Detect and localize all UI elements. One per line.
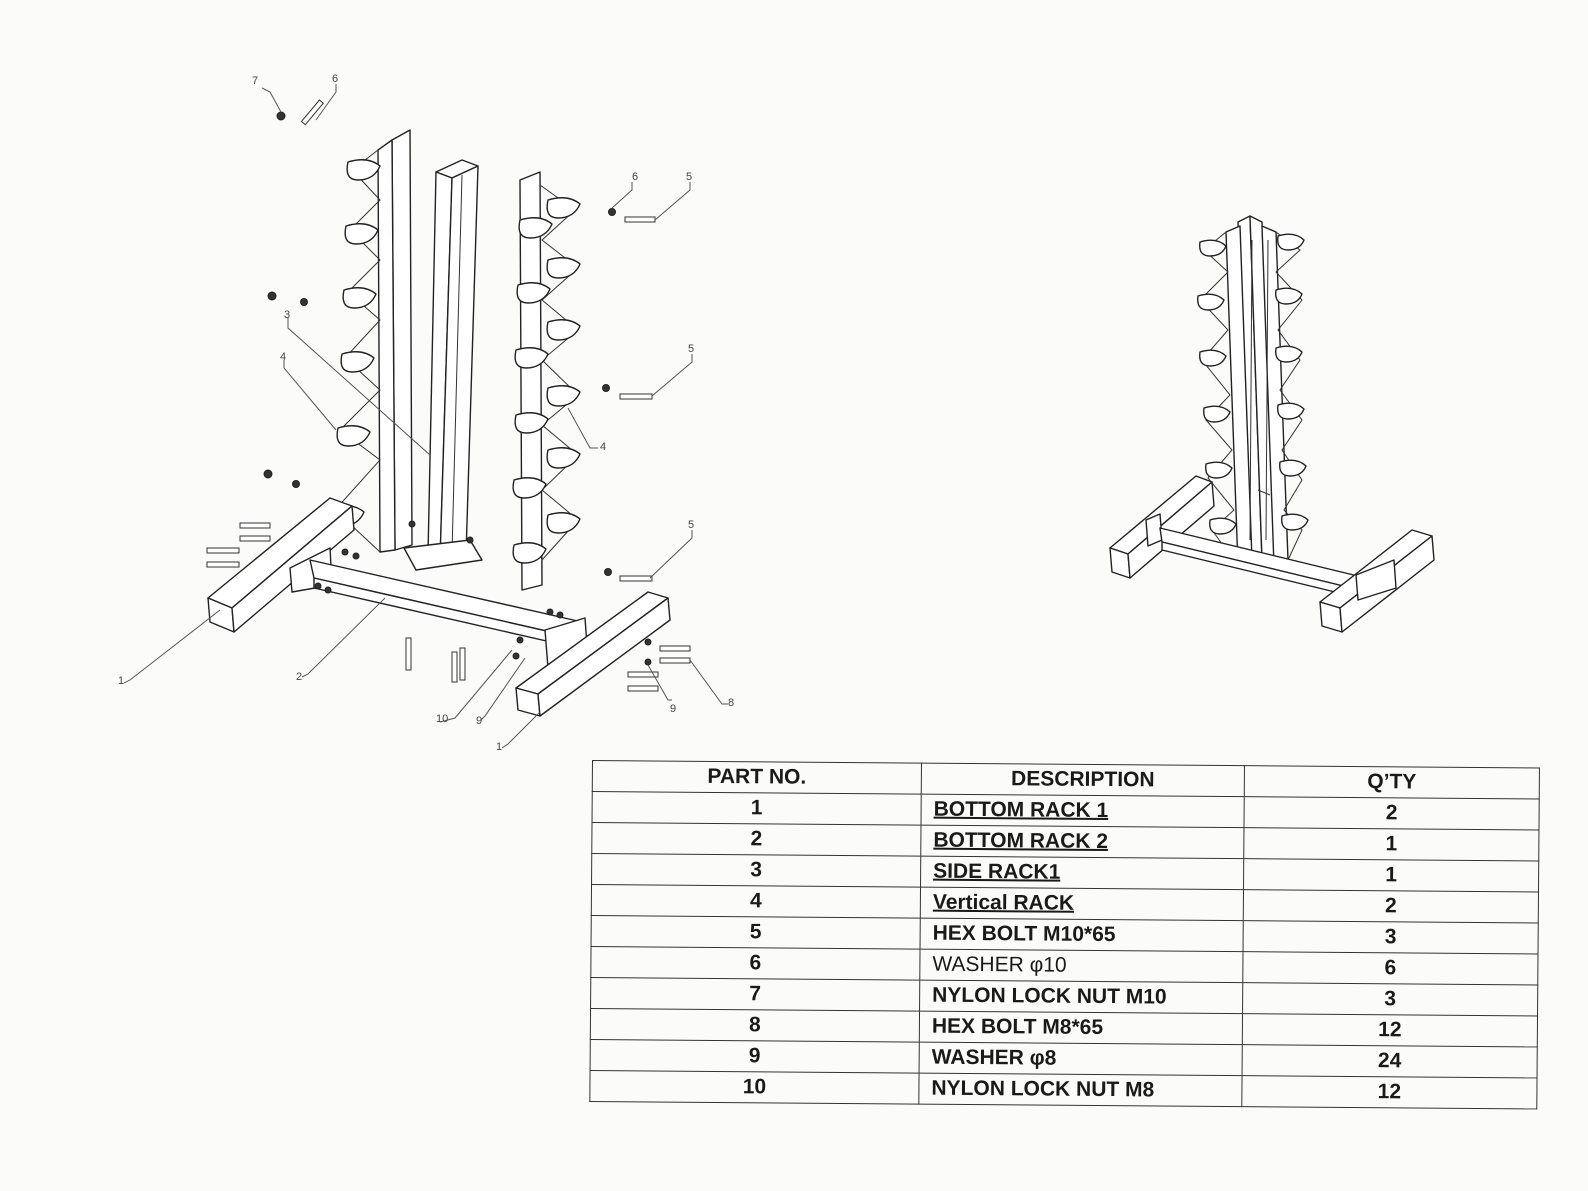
parts-list-table: PART NO. DESCRIPTION Q’TY 1 BOTTOM RACK … xyxy=(589,760,1540,1110)
callout-label: 5 xyxy=(686,171,692,183)
description-cell: WASHER φ8 xyxy=(919,1042,1243,1076)
description-cell: NYLON LOCK NUT M8 xyxy=(918,1073,1243,1107)
header-description: DESCRIPTION xyxy=(921,763,1245,797)
callout-label: 7 xyxy=(252,75,258,87)
callout-label: 4 xyxy=(280,351,286,363)
callout-label: 9 xyxy=(476,715,482,727)
qty-cell: 3 xyxy=(1243,920,1539,954)
description-cell: SIDE RACK1 xyxy=(920,856,1244,890)
callout-label: 9 xyxy=(670,703,676,715)
bottom-rack-left xyxy=(207,497,355,633)
qty-cell: 1 xyxy=(1243,858,1539,892)
bottom-rack-right xyxy=(515,591,671,717)
part-no-cell: 9 xyxy=(590,1039,920,1074)
description-cell: HEX BOLT M10*65 xyxy=(920,918,1244,952)
leader-lines xyxy=(123,84,728,749)
callout-label: 1 xyxy=(496,741,502,753)
description-text: Vertical RACK xyxy=(932,890,1075,915)
part-no-cell: 10 xyxy=(589,1070,920,1105)
description-cell: NYLON LOCK NUT M10 xyxy=(919,980,1243,1014)
callout-label: 4 xyxy=(600,441,606,453)
description-text: SIDE RACK1 xyxy=(933,859,1061,884)
qty-cell: 3 xyxy=(1242,982,1538,1016)
description-cell: BOTTOM RACK 2 xyxy=(920,825,1244,859)
description-cell: WASHER φ10 xyxy=(919,949,1244,983)
qty-cell: 12 xyxy=(1241,1075,1538,1109)
part-no-cell: 5 xyxy=(591,915,921,950)
vertical-rack-right xyxy=(512,171,581,591)
qty-cell: 1 xyxy=(1243,827,1539,861)
side-rack-column xyxy=(403,159,483,571)
callout-labels: 7 6 6 5 3 4 5 4 5 1 2 10 9 1 9 8 xyxy=(118,73,734,753)
callout-label: 5 xyxy=(688,519,694,531)
header-part-no: PART NO. xyxy=(592,760,922,795)
part-no-cell: 3 xyxy=(591,853,921,888)
callout-label: 2 xyxy=(296,671,302,683)
qty-cell: 6 xyxy=(1242,951,1539,985)
vertical-rack-left xyxy=(330,129,413,553)
part-no-cell: 8 xyxy=(590,1008,920,1043)
hardware xyxy=(206,99,691,692)
part-no-cell: 2 xyxy=(591,822,921,857)
assembled-view xyxy=(1109,215,1435,633)
callout-label: 10 xyxy=(436,713,448,725)
part-no-cell: 4 xyxy=(591,884,921,919)
header-qty: Q’TY xyxy=(1244,765,1540,799)
callout-label: 3 xyxy=(284,309,290,321)
qty-cell: 2 xyxy=(1243,889,1539,923)
callout-label: 8 xyxy=(728,697,734,709)
part-no-cell: 7 xyxy=(590,977,920,1012)
description-cell: Vertical RACK xyxy=(920,887,1244,921)
description-cell: BOTTOM RACK 1 xyxy=(920,794,1245,828)
callout-label: 6 xyxy=(632,171,638,183)
part-no-cell: 1 xyxy=(592,791,922,826)
callout-label: 1 xyxy=(118,675,124,687)
bottom-rack-cross xyxy=(309,559,589,669)
callout-label: 5 xyxy=(688,343,694,355)
part-no-cell: 6 xyxy=(590,946,921,981)
qty-cell: 12 xyxy=(1242,1013,1538,1047)
description-text: BOTTOM RACK 1 xyxy=(933,797,1109,823)
description-cell: HEX BOLT M8*65 xyxy=(919,1011,1243,1045)
qty-cell: 2 xyxy=(1243,796,1540,830)
qty-cell: 24 xyxy=(1242,1044,1538,1078)
description-text: BOTTOM RACK 2 xyxy=(933,828,1109,854)
callout-label: 6 xyxy=(332,73,338,85)
exploded-view: 7 6 6 5 3 4 5 4 5 1 2 10 9 1 9 8 xyxy=(118,73,734,753)
